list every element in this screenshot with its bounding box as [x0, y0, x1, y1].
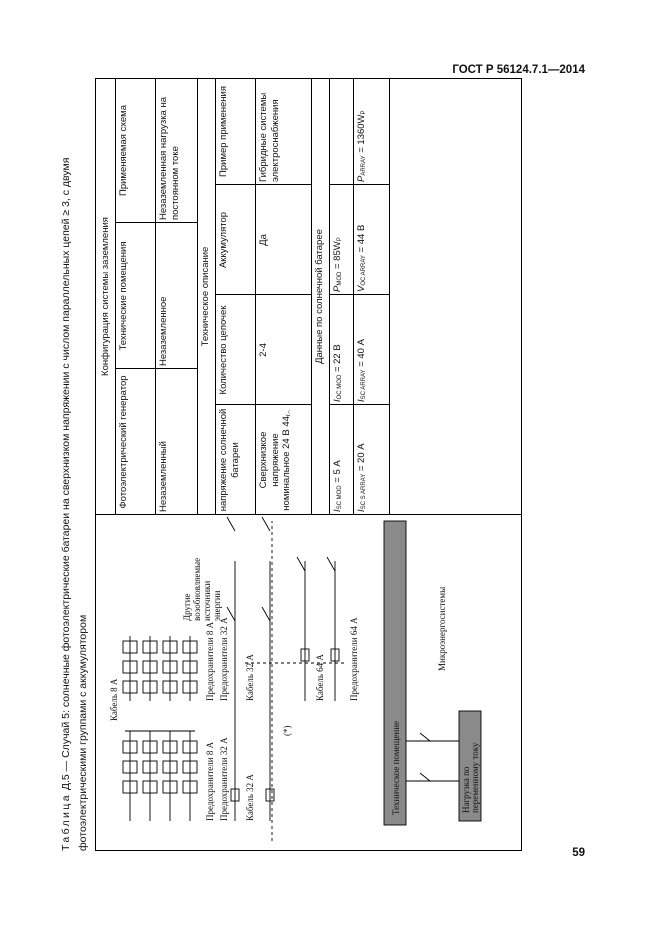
- label-tech-room: Техническое помещение: [391, 721, 401, 815]
- tech-value-voltage-text: Сверхнизкое напряжение номинальное 24 В …: [258, 416, 292, 511]
- data-p-mod: PMOD = 85WP: [332, 237, 343, 292]
- tech-header-example: Пример применения: [218, 86, 229, 177]
- grounding-value-pv: Незаземленный: [158, 441, 169, 512]
- label-cable-32a-right: Кабель 32 А: [245, 654, 255, 701]
- tech-value-strings: 2-4: [258, 343, 269, 357]
- data-voc-mod: IOC MOD = 22 В: [332, 344, 343, 402]
- grounding-section-title: Конфигурация системы заземления: [100, 217, 111, 376]
- tech-value-voltage: Сверхнизкое напряжение номинальное 24 В …: [255, 405, 311, 515]
- label-other-sources-4: энергии: [212, 590, 222, 621]
- tech-value-example: Гибридные системы электроснабжения: [258, 92, 281, 182]
- table-caption: Таблица Д.5 — Случай 5: солнечные фотоэл…: [58, 78, 92, 851]
- grounding-header-scheme: Применяемая схема: [118, 105, 129, 196]
- circuit-diagram: Кабель 8 А Предохранители 8 А Предохрани…: [109, 516, 482, 841]
- data-section-title: Данные по солнечной батарее: [314, 229, 325, 364]
- grounding-value-rooms: Незаземленное: [158, 296, 169, 366]
- pv-array-right: [122, 636, 198, 701]
- tech-header-battery: Аккумулятор: [218, 211, 229, 269]
- label-other-sources-1: Другие: [182, 593, 192, 621]
- label-star: (*): [282, 726, 292, 737]
- caption-line1: Д.5 — Случай 5: солнечные фотоэлектричес…: [60, 157, 72, 794]
- label-other-sources-3: источники: [202, 581, 212, 621]
- label-fuses-8a-right: Предохранители 8 А: [205, 621, 215, 701]
- caption-line2: фотоэлектрическими группами с аккумулято…: [77, 614, 89, 851]
- label-microgrid: Микроэнергосистемы: [437, 587, 447, 671]
- data-isc-s-array: ISC S ARRAY = 20 А: [356, 443, 367, 512]
- tech-value-battery: Да: [258, 234, 269, 246]
- pv-array-left: [122, 730, 198, 821]
- data-voc-array: VOC ARRAY = 44 В: [356, 224, 367, 292]
- label-fuses-64a: Предохранители 64 А: [349, 617, 359, 701]
- label-dc-load-2: переменному току: [470, 742, 480, 813]
- tech-value-voltage-sub: г.-.: [286, 409, 292, 417]
- page-number: 59: [572, 847, 585, 859]
- data-isc-array: ISC ARRAY = 40 А: [356, 339, 367, 402]
- caption-lead: Таблица: [60, 793, 72, 851]
- grounding-value-scheme: Незаземленная нагрузка на постоянном ток…: [158, 96, 181, 220]
- tech-header-strings: Количество цепочек: [218, 305, 229, 395]
- characteristics-table: Конфигурация системы заземления Фотоэлек…: [95, 78, 522, 515]
- label-other-sources-2: возобновляемые: [192, 558, 202, 621]
- rotated-table-block: Таблица Д.5 — Случай 5: солнечные фотоэл…: [58, 78, 558, 851]
- grounding-header-rooms: Технические помещения: [118, 241, 129, 351]
- data-p-array: PARRAY = 1360WP: [356, 110, 367, 182]
- label-cable-64a: Кабель 64 А: [315, 654, 325, 701]
- standard-header: ГОСТ Р 56124.7.1—2014: [452, 64, 585, 76]
- label-dc-load-1: Нагрузка по: [461, 766, 471, 813]
- label-fuses-32a-left: Предохранители 32 А: [219, 737, 229, 821]
- label-fuses-8a-left: Предохранители 8 А: [205, 741, 215, 821]
- tech-header-voltage: напряжение солнечной батареи: [218, 408, 241, 512]
- data-isc-mod: ISC MOD = 5 А: [332, 460, 343, 512]
- tech-section-title: Техническое описание: [200, 246, 211, 347]
- label-cable-32a-left: Кабель 32 А: [245, 774, 255, 821]
- grounding-header-pv: Фотоэлектрический генератор: [118, 375, 129, 509]
- label-cable-8a: Кабель 8 А: [109, 678, 119, 721]
- label-fuses-32a-right: Предохранители 32 А: [219, 617, 229, 701]
